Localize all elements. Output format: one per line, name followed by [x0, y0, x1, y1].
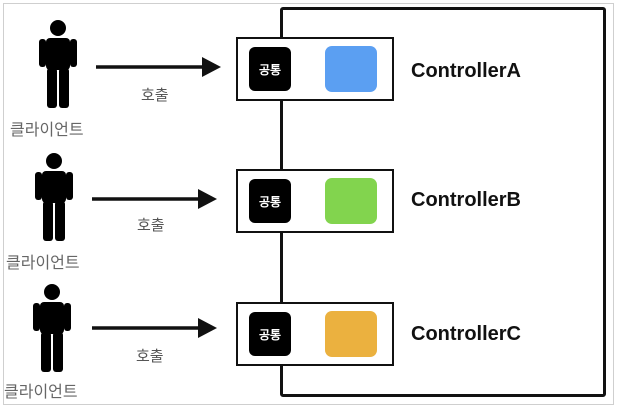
person-icon	[35, 153, 73, 241]
call-label: 호출	[141, 86, 169, 104]
common-block: 공통	[249, 47, 291, 91]
controller-box: 공통	[236, 302, 394, 366]
client-label: 클라이언트	[6, 253, 80, 272]
controller-name: ControllerB	[411, 189, 521, 211]
controller-color-block	[325, 178, 377, 224]
client-label: 클라이언트	[10, 120, 84, 139]
common-block: 공통	[249, 312, 291, 356]
person-icon	[39, 20, 77, 108]
controller-name: ControllerA	[411, 60, 521, 82]
controller-box: 공통	[236, 37, 394, 101]
person-icon	[33, 284, 71, 372]
arrow-right-icon	[92, 318, 217, 338]
controller-color-block	[325, 46, 377, 92]
controller-name: ControllerC	[411, 323, 521, 345]
call-label: 호출	[136, 347, 164, 365]
controller-box: 공통	[236, 169, 394, 233]
client-label: 클라이언트	[4, 382, 78, 401]
diagram-frame	[3, 3, 614, 405]
arrow-right-icon	[92, 189, 217, 209]
common-block: 공통	[249, 179, 291, 223]
arrow-right-icon	[96, 57, 221, 77]
controller-color-block	[325, 311, 377, 357]
call-label: 호출	[137, 216, 165, 234]
